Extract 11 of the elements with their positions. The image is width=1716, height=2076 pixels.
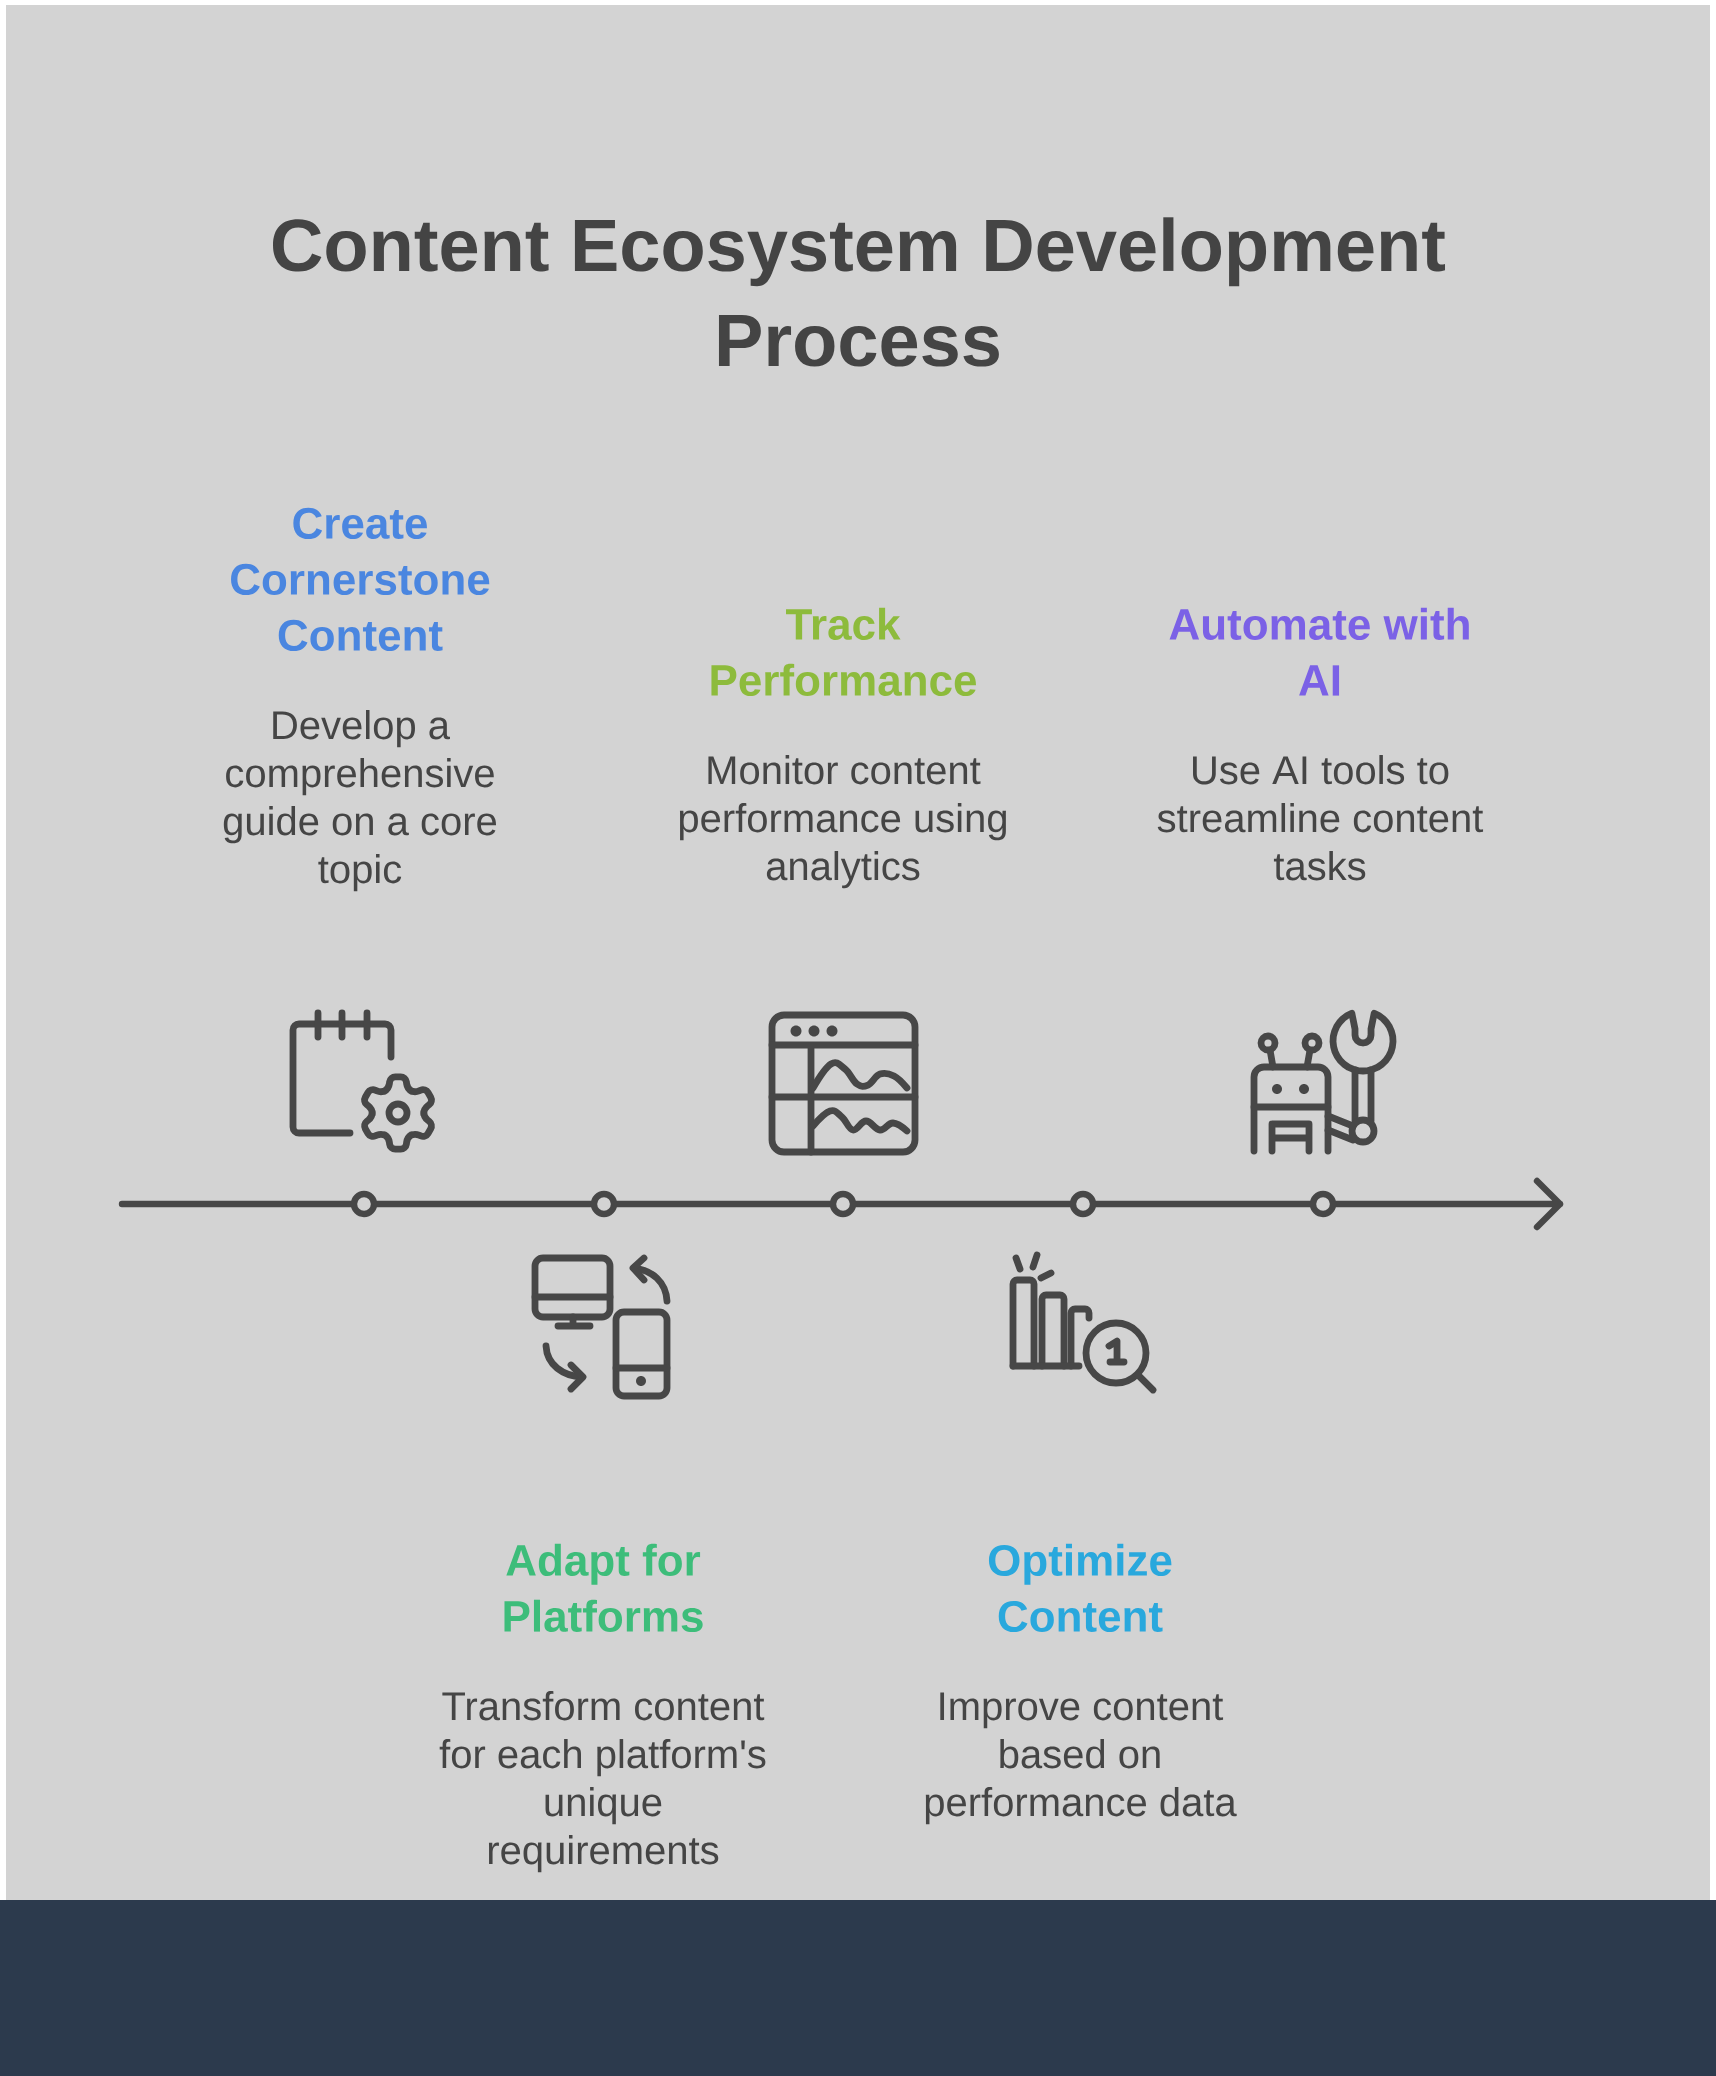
step-heading: Optimize Content	[988, 1543, 1172, 1633]
step-description: Improve content based on performance data	[925, 1692, 1237, 1825]
step-description: Develop a comprehensive guide on a core topic	[223, 710, 496, 892]
step-heading: Create Cornerstone Content	[231, 507, 490, 652]
step-heading: Automate with AI	[1169, 607, 1469, 696]
step-heading: Track Performance	[711, 607, 976, 697]
step-heading: Adapt for Platforms	[504, 1543, 703, 1633]
title: Content Ecosystem Development Process	[273, 217, 1445, 367]
step-description: Use AI tools to streamline content tasks	[1157, 755, 1484, 881]
step-description: Monitor content performance using analytics	[679, 755, 1006, 889]
step-description: Transform content for each platform's unique requirements	[439, 1691, 766, 1873]
